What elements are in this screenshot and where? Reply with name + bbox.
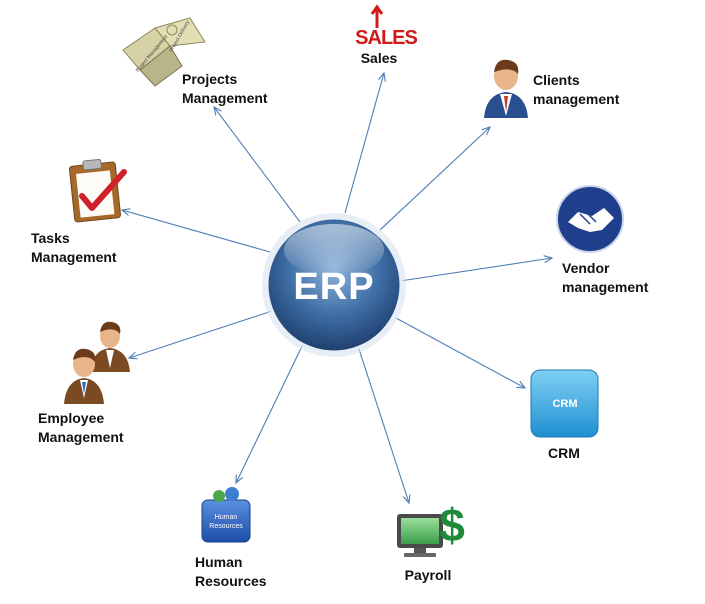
svg-text:CRM: CRM	[552, 398, 577, 410]
node-clients: Clients management	[484, 59, 620, 118]
label-projects: Projects Management	[182, 71, 268, 106]
label-tasks: Tasks Management	[31, 230, 117, 265]
human-resources-tile-icon: Human Resources	[201, 487, 251, 543]
edge-to-employee	[129, 309, 276, 358]
edge-to-crm	[395, 317, 525, 388]
clipboard-checkmark-icon	[68, 158, 127, 223]
svg-text:$: $	[439, 499, 465, 551]
businessman-icon	[484, 59, 528, 118]
node-sales: SALES Sales	[355, 4, 418, 66]
node-employee: Employee Management	[38, 321, 130, 445]
node-hr: Human Resources Human Resources	[195, 487, 267, 589]
node-vendor: Vendor management	[556, 185, 649, 295]
edge-to-hr	[236, 339, 306, 483]
erp-hub: ERP	[262, 213, 406, 357]
hub-label: ERP	[293, 266, 374, 308]
svg-text:Human: Human	[215, 514, 238, 521]
node-tasks: Tasks Management	[31, 158, 127, 265]
edge-to-projects	[214, 107, 301, 223]
crm-tile-icon: CRM	[530, 369, 599, 438]
node-payroll: $ Payroll	[397, 499, 465, 583]
edge-to-clients	[379, 127, 490, 231]
puzzle-pieces-icon: Project Management Project Delivery	[122, 17, 206, 87]
edge-to-tasks	[122, 210, 271, 253]
edge-to-vendor	[399, 258, 552, 282]
svg-text:SALES: SALES	[355, 27, 417, 49]
edge-to-payroll	[357, 345, 409, 503]
label-employee: Employee Management	[38, 410, 124, 445]
handshake-icon	[556, 185, 624, 253]
label-payroll: Payroll	[405, 567, 452, 583]
label-sales: Sales	[361, 50, 398, 66]
node-projects: Project Management Project Delivery Proj…	[122, 17, 268, 106]
label-vendor: Vendor management	[562, 260, 649, 295]
edges	[122, 73, 552, 503]
label-crm: CRM	[548, 445, 580, 461]
node-crm: CRM CRM	[530, 369, 599, 461]
svg-text:Resources: Resources	[209, 523, 243, 530]
label-hr: Human Resources	[195, 554, 267, 589]
label-clients: Clients management	[533, 72, 620, 107]
sales-logo-icon: SALES	[355, 4, 418, 49]
edge-to-sales	[344, 73, 384, 214]
people-icon	[64, 321, 130, 404]
monitor-dollar-icon: $	[397, 499, 465, 557]
